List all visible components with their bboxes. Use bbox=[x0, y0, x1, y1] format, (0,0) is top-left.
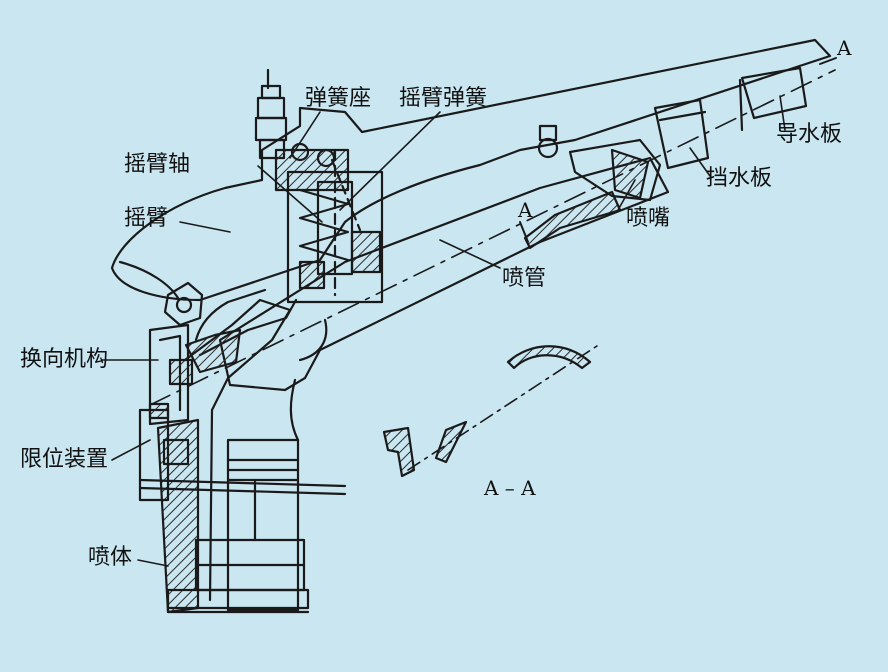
limit-device-part bbox=[138, 402, 347, 502]
label-section-aa-title: A – A bbox=[484, 476, 536, 500]
label-reversing-mechanism: 换向机构 bbox=[20, 347, 109, 372]
label-nozzle: 喷嘴 bbox=[626, 206, 671, 231]
label-limit-device: 限位装置 bbox=[20, 447, 109, 472]
section-a-top-cut bbox=[819, 57, 837, 65]
label-rocker-shaft: 摇臂轴 bbox=[124, 152, 191, 177]
label-spring-seat: 弹簧座 bbox=[305, 86, 372, 111]
pivot-bolt bbox=[254, 68, 288, 160]
rocker-spring bbox=[298, 158, 362, 262]
label-section-a-top: A bbox=[837, 36, 852, 60]
label-section-a-mid: A bbox=[518, 198, 533, 222]
label-rocker-spring: 摇臂弹簧 bbox=[399, 86, 488, 111]
label-spray-pipe: 喷管 bbox=[502, 266, 547, 291]
rocker-arm-shape bbox=[110, 38, 832, 302]
spray-pipe-axis bbox=[149, 69, 836, 406]
guide-plate-part bbox=[740, 66, 808, 120]
baffle-plate-part bbox=[653, 98, 710, 170]
label-baffle-plate: 挡水板 bbox=[706, 166, 773, 191]
shaft-housing bbox=[286, 170, 384, 304]
rocker-arm-underside bbox=[118, 260, 180, 300]
pipe-inner-wall bbox=[523, 190, 622, 250]
leader-lines bbox=[101, 95, 786, 567]
label-guide-plate: 导水板 bbox=[776, 122, 843, 147]
nozzle-part bbox=[537, 124, 662, 202]
section-a-mid-cut bbox=[519, 221, 529, 243]
reversing-mechanism-part bbox=[148, 281, 204, 426]
rocker-shaft bbox=[316, 148, 354, 297]
section-aa-detail bbox=[382, 343, 601, 478]
label-sprinkler-body: 喷体 bbox=[88, 545, 133, 570]
label-rocker-arm: 摇臂 bbox=[124, 206, 169, 231]
